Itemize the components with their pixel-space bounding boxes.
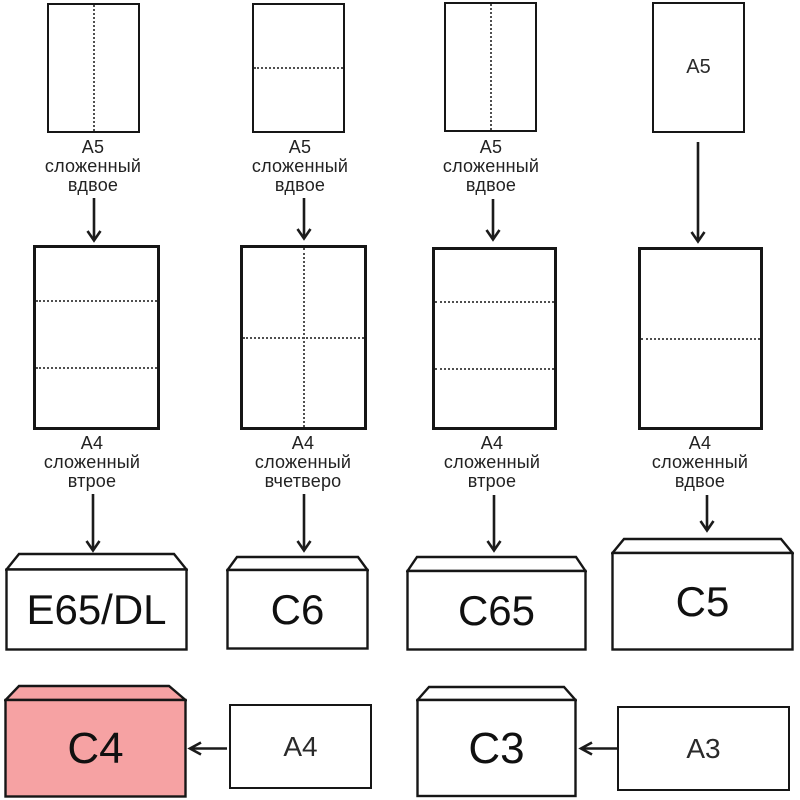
fold-line (435, 301, 554, 304)
arrow-down-icon (296, 198, 312, 241)
envelope-shape (406, 555, 587, 651)
a5-caption: A5 сложенный вдвое (44, 137, 142, 195)
a4-paper-fold-quarters (240, 245, 367, 430)
envelope-c4-highlighted: C4 (4, 684, 187, 798)
fold-line (243, 336, 364, 339)
a5-paper-fold-horizontal (252, 3, 345, 133)
envelope-body (416, 698, 577, 798)
arrow-down-icon (486, 495, 502, 553)
fold-line (36, 299, 157, 302)
envelope-shape (226, 555, 369, 650)
a5-paper-fold-vertical (444, 2, 537, 132)
a3-paper-flat: A3 (617, 706, 790, 791)
envelope-shape (611, 537, 794, 651)
a4-paper-fold-thirds (432, 247, 557, 430)
envelope-flap (406, 555, 587, 573)
fold-line (489, 4, 492, 130)
a4-paper-fold-thirds (33, 245, 160, 430)
arrow-down-icon (296, 494, 312, 553)
envelope-c65: C65 (406, 555, 587, 651)
envelope-body (4, 698, 187, 798)
fold-line (36, 367, 157, 370)
fold-line (92, 5, 95, 131)
envelope-body (226, 568, 369, 650)
a4-caption: A4 сложенный втрое (43, 433, 141, 491)
a4-caption: A4 сложенный вдвое (651, 433, 749, 491)
paper-label: A5 (686, 56, 711, 78)
arrow-down-icon (699, 495, 715, 533)
envelope-shape (4, 684, 187, 798)
envelope-body (406, 569, 587, 651)
arrow-down-icon (690, 142, 706, 244)
envelope-flap (611, 537, 794, 555)
fold-line (254, 67, 343, 69)
arrow-down-icon (485, 199, 501, 242)
arrow-down-icon (86, 198, 102, 243)
a4-caption: A4 сложенный втрое (443, 433, 541, 491)
fold-line (641, 337, 760, 340)
a4-caption: A4 сложенный вчетверо (254, 433, 352, 491)
envelope-c6: C6 (226, 555, 369, 650)
envelope-label: C65 (457, 587, 536, 634)
envelope-flap (226, 555, 369, 572)
paper-label: A3 (686, 732, 721, 764)
a4-paper-flat: A4 (229, 704, 372, 789)
arrow-left-icon (578, 741, 618, 756)
envelope-body (611, 551, 794, 651)
envelope-label: C6 (270, 586, 325, 633)
a5-caption: A5 сложенный вдвое (251, 137, 349, 195)
fold-line (435, 367, 554, 370)
envelope-body (5, 568, 188, 651)
a4-paper-fold-half (638, 247, 763, 430)
arrow-down-icon (85, 494, 101, 553)
a5-paper: A5 (652, 2, 745, 133)
envelope-label: C4 (67, 724, 124, 773)
envelope-label: C3 (468, 724, 525, 773)
envelope-flap (4, 684, 187, 702)
envelope-shape (5, 552, 188, 651)
envelope-label: E65/DL (26, 586, 167, 633)
envelope-c5: C5 (611, 537, 794, 651)
arrow-left-icon (187, 741, 227, 756)
envelope-flap (416, 685, 577, 702)
a5-caption: A5 сложенный вдвое (442, 137, 540, 195)
a5-paper-fold-vertical (47, 3, 140, 133)
envelope-shape (416, 685, 577, 798)
envelope-flap (5, 552, 188, 571)
envelope-e65dl: E65/DL (5, 552, 188, 651)
envelope-label: C5 (675, 578, 730, 625)
paper-label: A4 (283, 730, 318, 762)
envelope-c3: C3 (416, 685, 577, 798)
